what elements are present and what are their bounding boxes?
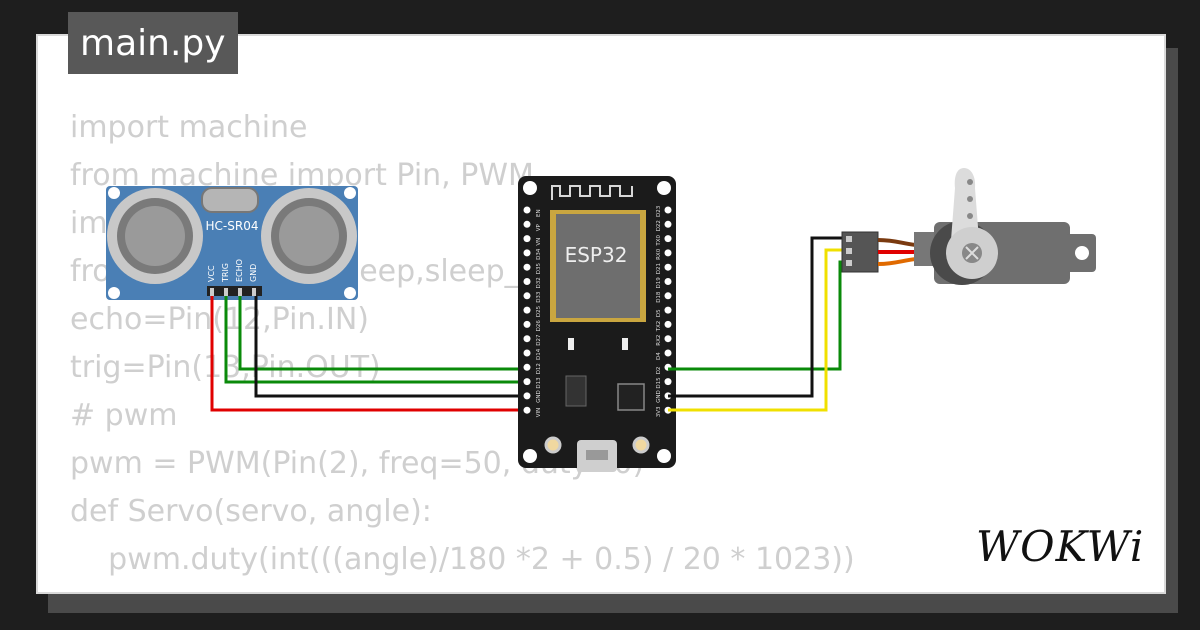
esp32-pin-label-right-d18: D18 [656,291,662,303]
esp32-pin-label-right-d4: D4 [656,352,662,360]
esp32-pin-label-left-en: EN [536,209,542,217]
esp32-pin-hole-right-d15[interactable] [664,378,672,386]
transducer-right [261,188,357,284]
esp32-pin-label-right-d23: D23 [656,205,662,217]
esp32-pin-hole-right-tx0[interactable] [664,235,672,243]
esp32-pin-label-right-d22: D22 [656,220,662,231]
esp32-pin-label-left-vn: VN [536,238,542,246]
esp32-pin-label-right-d19: D19 [656,277,662,289]
esp32-pin-label-left-d33: D33 [536,291,542,303]
esp32-pin-hole-right-rx0[interactable] [664,249,672,257]
transducer-left [107,188,203,284]
code-line: # pwm [70,398,178,433]
wire-vcc [210,296,527,412]
esp32-pin-hole-left-d32[interactable] [523,278,531,285]
wire-gnd [254,296,527,398]
esp32-pin-label-left-vin: VIN [536,408,542,418]
esp32-pin-hole-left-d34[interactable] [523,249,531,257]
code-line: import machine [70,110,308,145]
file-tab[interactable]: main.py [68,12,238,74]
esp32-pin-label-right-d21: D21 [656,263,662,274]
esp32-pin-label-left-d14: D14 [536,348,542,360]
esp32-pin-label-right-gnd: GND [656,390,662,403]
servo-motor[interactable] [841,168,1096,285]
wire-signal [668,260,846,371]
esp32-pin-label-left-d32: D32 [536,277,542,288]
code-line: def Servo(servo, angle): [70,494,432,529]
esp32-label: ESP32 [565,243,628,267]
wire-trig [224,296,527,384]
servo-wires [668,236,846,412]
hc-sr04-sensor[interactable]: HC-SR04 VCC TRIG ECHO GND [106,186,358,300]
sensor-pin-trig: TRIG [221,263,230,283]
esp32-pin-label-right-3v3: 3V3 [656,406,662,417]
wire-servo-gnd [668,236,846,398]
esp32-pin-label-left-gnd: GND [536,390,542,403]
esp32-pin-label-left-d34: D34 [536,248,542,260]
esp32-pin-hole-left-d33[interactable] [523,292,531,300]
esp32-pin-hole-left-d26[interactable] [523,320,531,328]
esp32-pin-label-right-d15: D15 [656,377,662,389]
esp32-pin-hole-left-d12[interactable] [523,363,531,371]
esp32-pin-label-left-d27: D27 [536,334,542,346]
esp32-pin-label-right-rx2: RX2 [656,335,662,346]
esp32-pin-hole-right-d18[interactable] [664,292,672,300]
sensor-wires [210,296,527,412]
esp32-pin-hole-left-vin[interactable] [523,406,531,414]
esp32-pin-hole-right-tx2[interactable] [664,320,672,328]
esp32-pin-label-left-d13: D13 [536,377,542,389]
esp32-pin-hole-left-d25[interactable] [523,306,531,314]
code-line: pwm.duty(int(((angle)/180 *2 + 0.5) / 20… [70,542,855,577]
wire-servo-vcc [668,248,846,412]
esp32-pin-hole-right-rx2[interactable] [664,335,672,343]
sensor-pin-echo: ECHO [235,259,244,282]
wokwi-logo: WOKWi [976,522,1145,571]
esp32-pin-hole-left-vn[interactable] [523,235,531,243]
esp32-pin-label-left-d12: D12 [536,363,542,374]
esp32-pin-label-left-d26: D26 [536,320,542,332]
esp32-pin-hole-left-vp[interactable] [523,220,531,228]
esp32-board[interactable]: ESP32 ENVPVND34D35D32D33D25D26D27D14D12D… [518,176,676,472]
esp32-pin-hole-right-d21[interactable] [664,263,672,271]
esp32-pin-hole-right-d5[interactable] [664,306,672,314]
esp32-pin-hole-right-d19[interactable] [664,278,672,285]
sensor-pin-vcc: VCC [207,265,216,282]
esp32-pin-hole-right-d4[interactable] [664,349,672,357]
esp32-pin-hole-left-d35[interactable] [523,263,531,271]
code-line: echo=Pin(12,Pin.IN) [70,302,369,337]
esp32-pin-hole-left-en[interactable] [523,206,531,214]
esp32-pin-hole-left-d13[interactable] [523,378,531,386]
esp32-pin-label-right-tx2: TX2 [656,321,662,333]
esp32-pin-label-left-d25: D25 [536,305,542,317]
sensor-pin-gnd: GND [249,264,258,282]
esp32-pin-hole-right-d23[interactable] [664,206,672,214]
esp32-pin-label-right-tx0: TX0 [656,234,662,246]
esp32-pin-label-right-d2: D2 [656,367,662,375]
code-line: while True: [70,584,855,592]
esp32-pin-label-left-vp: VP [536,224,542,232]
esp32-pin-label-right-d5: D5 [656,309,662,317]
sensor-model-label: HC-SR04 [206,219,259,233]
wire-echo [238,296,527,371]
esp32-pin-hole-left-gnd[interactable] [523,392,531,400]
esp32-pin-label-right-rx0: RX0 [656,248,662,260]
esp32-pin-hole-left-d14[interactable] [523,349,531,357]
esp32-pin-hole-left-d27[interactable] [523,335,531,343]
esp32-pin-label-left-d35: D35 [536,262,542,274]
esp32-pin-hole-right-d22[interactable] [664,220,672,228]
